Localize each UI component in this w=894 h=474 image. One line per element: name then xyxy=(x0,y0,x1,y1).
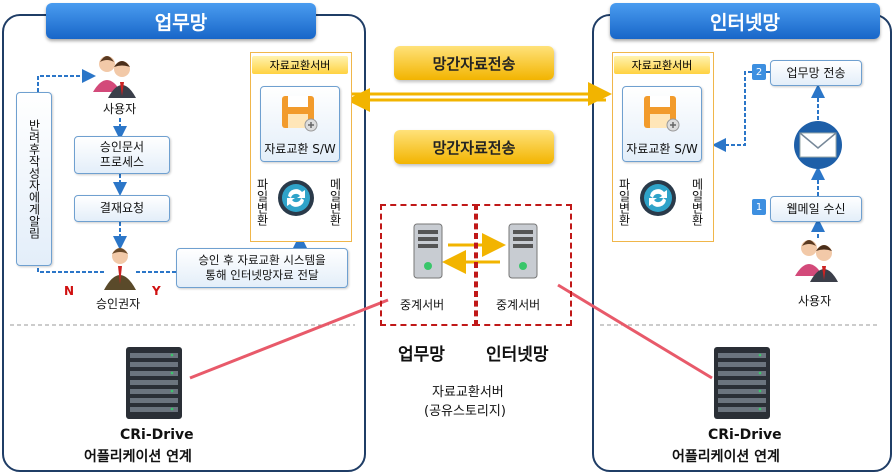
server-tower-icon xyxy=(410,222,446,280)
relay-box-left xyxy=(380,204,478,326)
user-pair-icon xyxy=(794,236,840,284)
n-label: N xyxy=(64,284,75,298)
server-rack-icon xyxy=(124,345,184,421)
settlement-request-box: 결재요청 xyxy=(74,195,170,222)
right-panel-title: 인터넷망 xyxy=(610,3,880,39)
return-notice-text: 반려후작성자에게알림 xyxy=(27,119,41,239)
relay-left-label: 중계서버 xyxy=(400,298,445,312)
net-left-label: 업무망 xyxy=(398,345,445,365)
y-label: Y xyxy=(152,284,161,298)
transfer-bottom-label: 망간자료전송 xyxy=(394,130,554,164)
right-mail-convert: 메일변환 xyxy=(690,178,704,226)
left-server-tag: 자료교환서버 xyxy=(252,56,348,74)
floppy-disk-icon xyxy=(280,94,318,132)
left-user-label: 사용자 xyxy=(103,102,137,116)
businessman-icon xyxy=(104,246,136,290)
left-panel-title: 업무망 xyxy=(46,3,316,39)
right-file-convert: 파일변환 xyxy=(617,178,631,226)
server-tower-icon xyxy=(505,222,541,280)
approver-label: 승인권자 xyxy=(96,297,141,311)
step2-badge: 2 xyxy=(752,64,766,80)
right-server-tag: 자료교환서버 xyxy=(614,56,710,74)
transfer-note-box: 승인 후 자료교환 시스템을 통해 인터넷망자료 전달 xyxy=(176,248,348,288)
user-pair-icon xyxy=(92,52,138,100)
net-right-label: 인터넷망 xyxy=(486,345,549,365)
storage-line1: 자료교환서버 xyxy=(432,385,504,400)
envelope-icon xyxy=(786,120,850,170)
left-file-convert: 파일변환 xyxy=(255,178,269,226)
relay-right-label: 중계서버 xyxy=(496,298,541,312)
left-sw-label: 자료교환 S/W xyxy=(264,142,336,156)
floppy-disk-icon xyxy=(642,94,680,132)
transfer-top-label: 망간자료전송 xyxy=(394,46,554,80)
right-app-name: CRi-Drive xyxy=(708,427,782,443)
right-user-label: 사용자 xyxy=(798,294,832,308)
right-sw-label: 자료교환 S/W xyxy=(626,142,698,156)
left-mail-convert: 메일변환 xyxy=(328,178,342,226)
server-rack-icon xyxy=(712,345,772,421)
sync-icon xyxy=(276,178,316,218)
step2-box: 업무망 전송 xyxy=(770,60,862,86)
right-app-link: 어플리케이션 연계 xyxy=(672,449,780,465)
return-notice-box: 반려후작성자에게알림 xyxy=(16,92,52,266)
sync-icon xyxy=(638,178,678,218)
approval-process-box: 승인문서 프로세스 xyxy=(74,136,170,174)
left-app-link: 어플리케이션 연계 xyxy=(84,449,192,465)
relay-box-right xyxy=(474,204,572,326)
step1-badge: 1 xyxy=(752,199,766,215)
storage-line2: (공유스토리지) xyxy=(424,404,506,419)
step1-box: 웹메일 수신 xyxy=(770,196,862,222)
left-app-name: CRi-Drive xyxy=(120,427,194,443)
